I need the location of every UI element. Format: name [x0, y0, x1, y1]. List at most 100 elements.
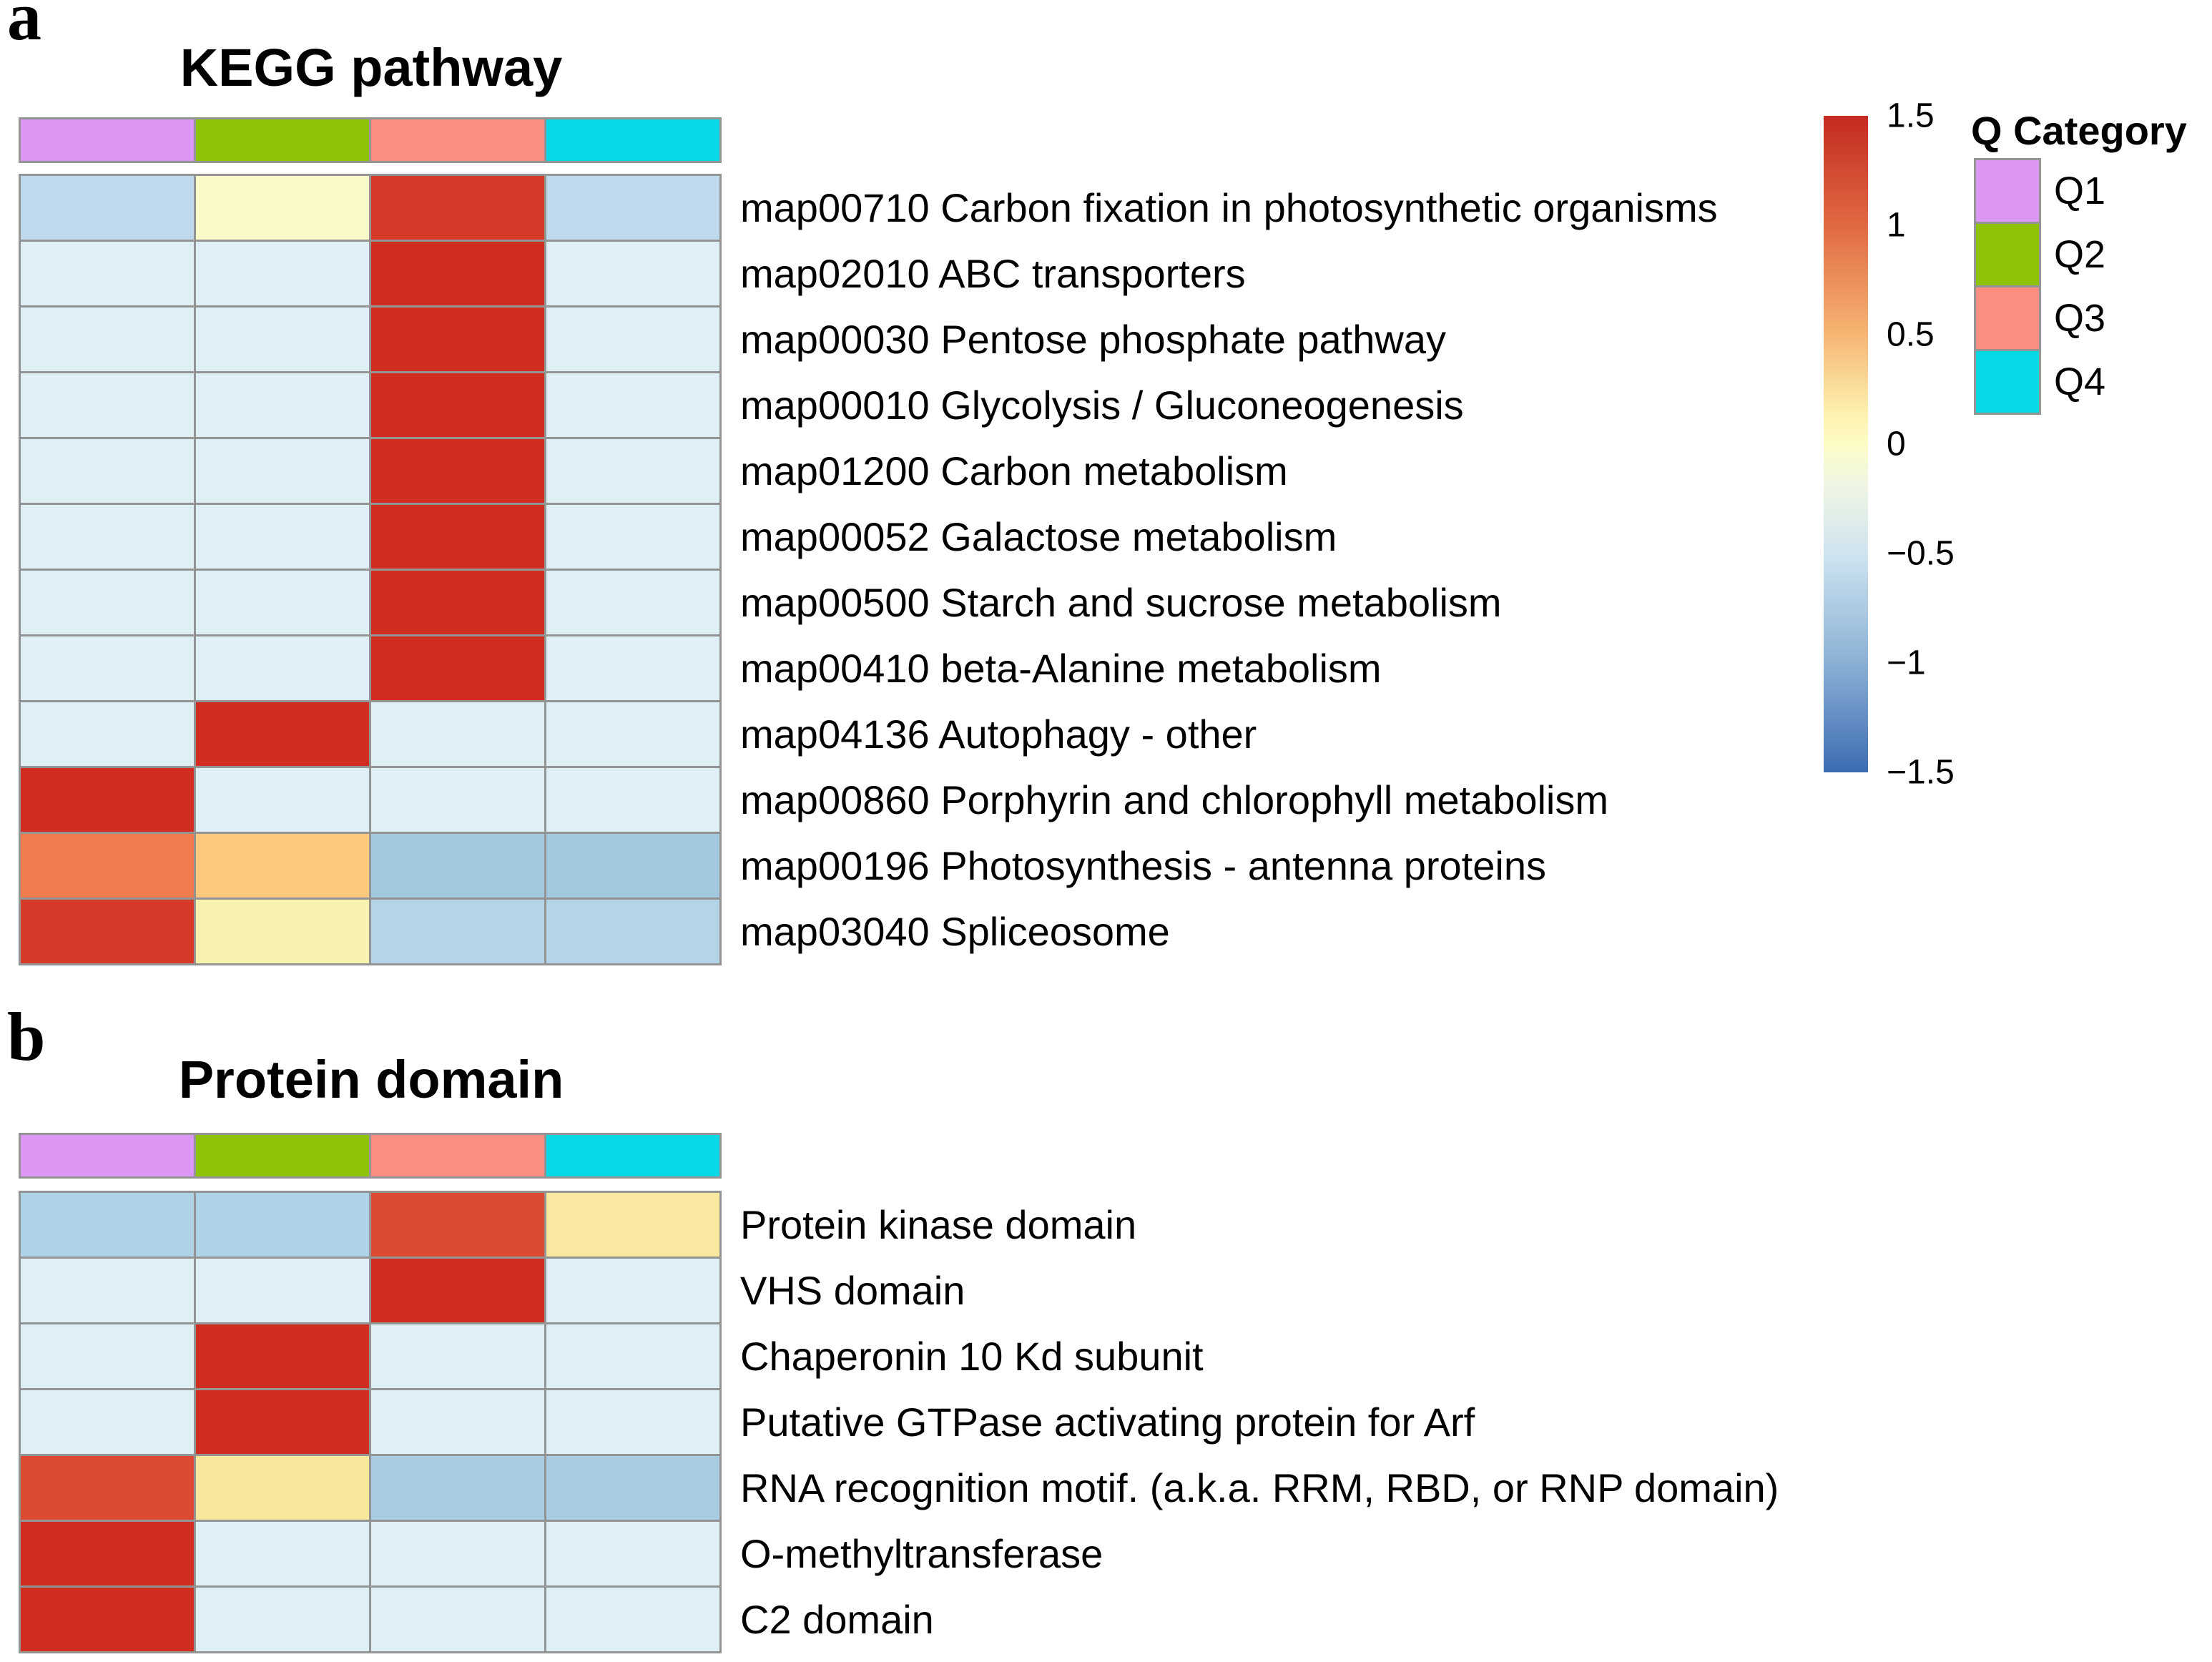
heatmap-cell	[196, 702, 369, 766]
heatmap-cell	[546, 1588, 719, 1651]
row-label: Protein kinase domain	[740, 1202, 1137, 1247]
heatmap-cell	[196, 1259, 369, 1322]
heatmap-cell	[21, 1259, 194, 1322]
category-cell-q4	[546, 119, 719, 161]
heatmap-cell	[21, 1588, 194, 1651]
category-cell-q2	[196, 1135, 369, 1176]
heatmap-cell	[21, 242, 194, 305]
heatmap-cell	[371, 505, 544, 569]
heatmap-cell	[21, 373, 194, 437]
heatmap-cell	[371, 571, 544, 634]
category-cell-q2	[196, 119, 369, 161]
legend-swatch-q4	[1976, 351, 2039, 413]
heatmap-cell	[546, 373, 719, 437]
heatmap-cell	[21, 1522, 194, 1585]
category-cell-q3	[371, 119, 544, 161]
heatmap-cell	[546, 571, 719, 634]
legend-swatch-q2	[1976, 224, 2039, 287]
heatmap-cell	[196, 176, 369, 240]
row-label: map00010 Glycolysis / Gluconeogenesis	[740, 383, 1464, 428]
heatmap-cell	[546, 242, 719, 305]
colorbar-tick-label: −1.5	[1887, 753, 1955, 792]
panel-a-category-header	[19, 117, 722, 163]
heatmap-cell	[196, 242, 369, 305]
legend-swatches	[1974, 158, 2041, 415]
colorbar-tick-label: 0.5	[1887, 315, 1935, 354]
heatmap-cell	[196, 308, 369, 371]
heatmap-cell	[546, 308, 719, 371]
colorbar-tick-label: 1	[1887, 206, 1906, 245]
heatmap-cell	[196, 768, 369, 832]
heatmap-cell	[371, 176, 544, 240]
heatmap-cell	[21, 308, 194, 371]
legend-label: Q2	[2054, 233, 2106, 276]
heatmap-cell	[21, 505, 194, 569]
legend-title: Q Category	[1971, 108, 2187, 153]
row-label: Putative GTPase activating protein for A…	[740, 1400, 1475, 1445]
heatmap-cell	[196, 439, 369, 503]
heatmap-cell	[546, 1259, 719, 1322]
row-label: Chaperonin 10 Kd subunit	[740, 1334, 1204, 1379]
category-cell-q1	[21, 1135, 194, 1176]
row-label: map00052 Galactose metabolism	[740, 514, 1337, 559]
heatmap-cell	[371, 1456, 544, 1520]
colorbar-tick-label: 0	[1887, 425, 1906, 463]
row-label: O-methyltransferase	[740, 1531, 1103, 1576]
heatmap-cell	[546, 176, 719, 240]
heatmap-cell	[371, 1259, 544, 1322]
heatmap-cell	[196, 1324, 369, 1388]
colorbar-tick-label: −0.5	[1887, 534, 1955, 573]
heatmap-cell	[546, 439, 719, 503]
heatmap-cell	[546, 768, 719, 832]
heatmap-cell	[546, 702, 719, 766]
colorbar-tick-label: −1	[1887, 644, 1926, 682]
row-label: map02010 ABC transporters	[740, 251, 1246, 296]
row-label: map01200 Carbon metabolism	[740, 448, 1288, 493]
heatmap-cell	[21, 571, 194, 634]
legend-label: Q4	[2054, 360, 2106, 403]
heatmap-cell	[546, 1193, 719, 1257]
row-label: VHS domain	[740, 1268, 965, 1313]
heatmap-cell	[371, 900, 544, 963]
heatmap-cell	[546, 636, 719, 700]
heatmap-cell	[371, 702, 544, 766]
heatmap-cell	[21, 439, 194, 503]
heatmap-cell	[371, 768, 544, 832]
panel-b-heatmap	[19, 1191, 722, 1653]
row-label: map03040 Spliceosome	[740, 909, 1170, 954]
heatmap-cell	[196, 900, 369, 963]
panel-a-heatmap	[19, 174, 722, 965]
heatmap-cell	[371, 439, 544, 503]
heatmap-cell	[196, 1522, 369, 1585]
heatmap-cell	[196, 373, 369, 437]
heatmap-cell	[371, 308, 544, 371]
heatmap-cell	[546, 1324, 719, 1388]
row-label: map00410 beta-Alanine metabolism	[740, 646, 1382, 691]
heatmap-cell	[546, 834, 719, 898]
row-label: map00710 Carbon fixation in photosynthet…	[740, 185, 1718, 230]
row-label: map00030 Pentose phosphate pathway	[740, 317, 1446, 362]
heatmap-cell	[196, 1390, 369, 1454]
heatmap-cell	[196, 505, 369, 569]
row-label: C2 domain	[740, 1597, 934, 1642]
heatmap-cell	[546, 1390, 719, 1454]
panel-a-letter: a	[7, 0, 41, 54]
colorbar-tick-label: 1.5	[1887, 97, 1935, 135]
legend-swatch-q1	[1976, 160, 2039, 224]
panel-a-title: KEGG pathway	[180, 38, 563, 97]
legend-swatch-q3	[1976, 287, 2039, 351]
heatmap-cell	[371, 1324, 544, 1388]
heatmap-cell	[21, 900, 194, 963]
heatmap-cell	[371, 1193, 544, 1257]
heatmap-cell	[21, 1456, 194, 1520]
panel-a-row-labels: map00710 Carbon fixation in photosynthet…	[740, 176, 1718, 965]
heatmap-cell	[196, 1588, 369, 1651]
row-label: map04136 Autophagy - other	[740, 712, 1257, 757]
colorbar-gradient	[1824, 116, 1868, 772]
heatmap-cell	[371, 1522, 544, 1585]
legend-label: Q1	[2054, 169, 2106, 212]
heatmap-cell	[196, 1456, 369, 1520]
legend-label: Q3	[2054, 297, 2106, 340]
